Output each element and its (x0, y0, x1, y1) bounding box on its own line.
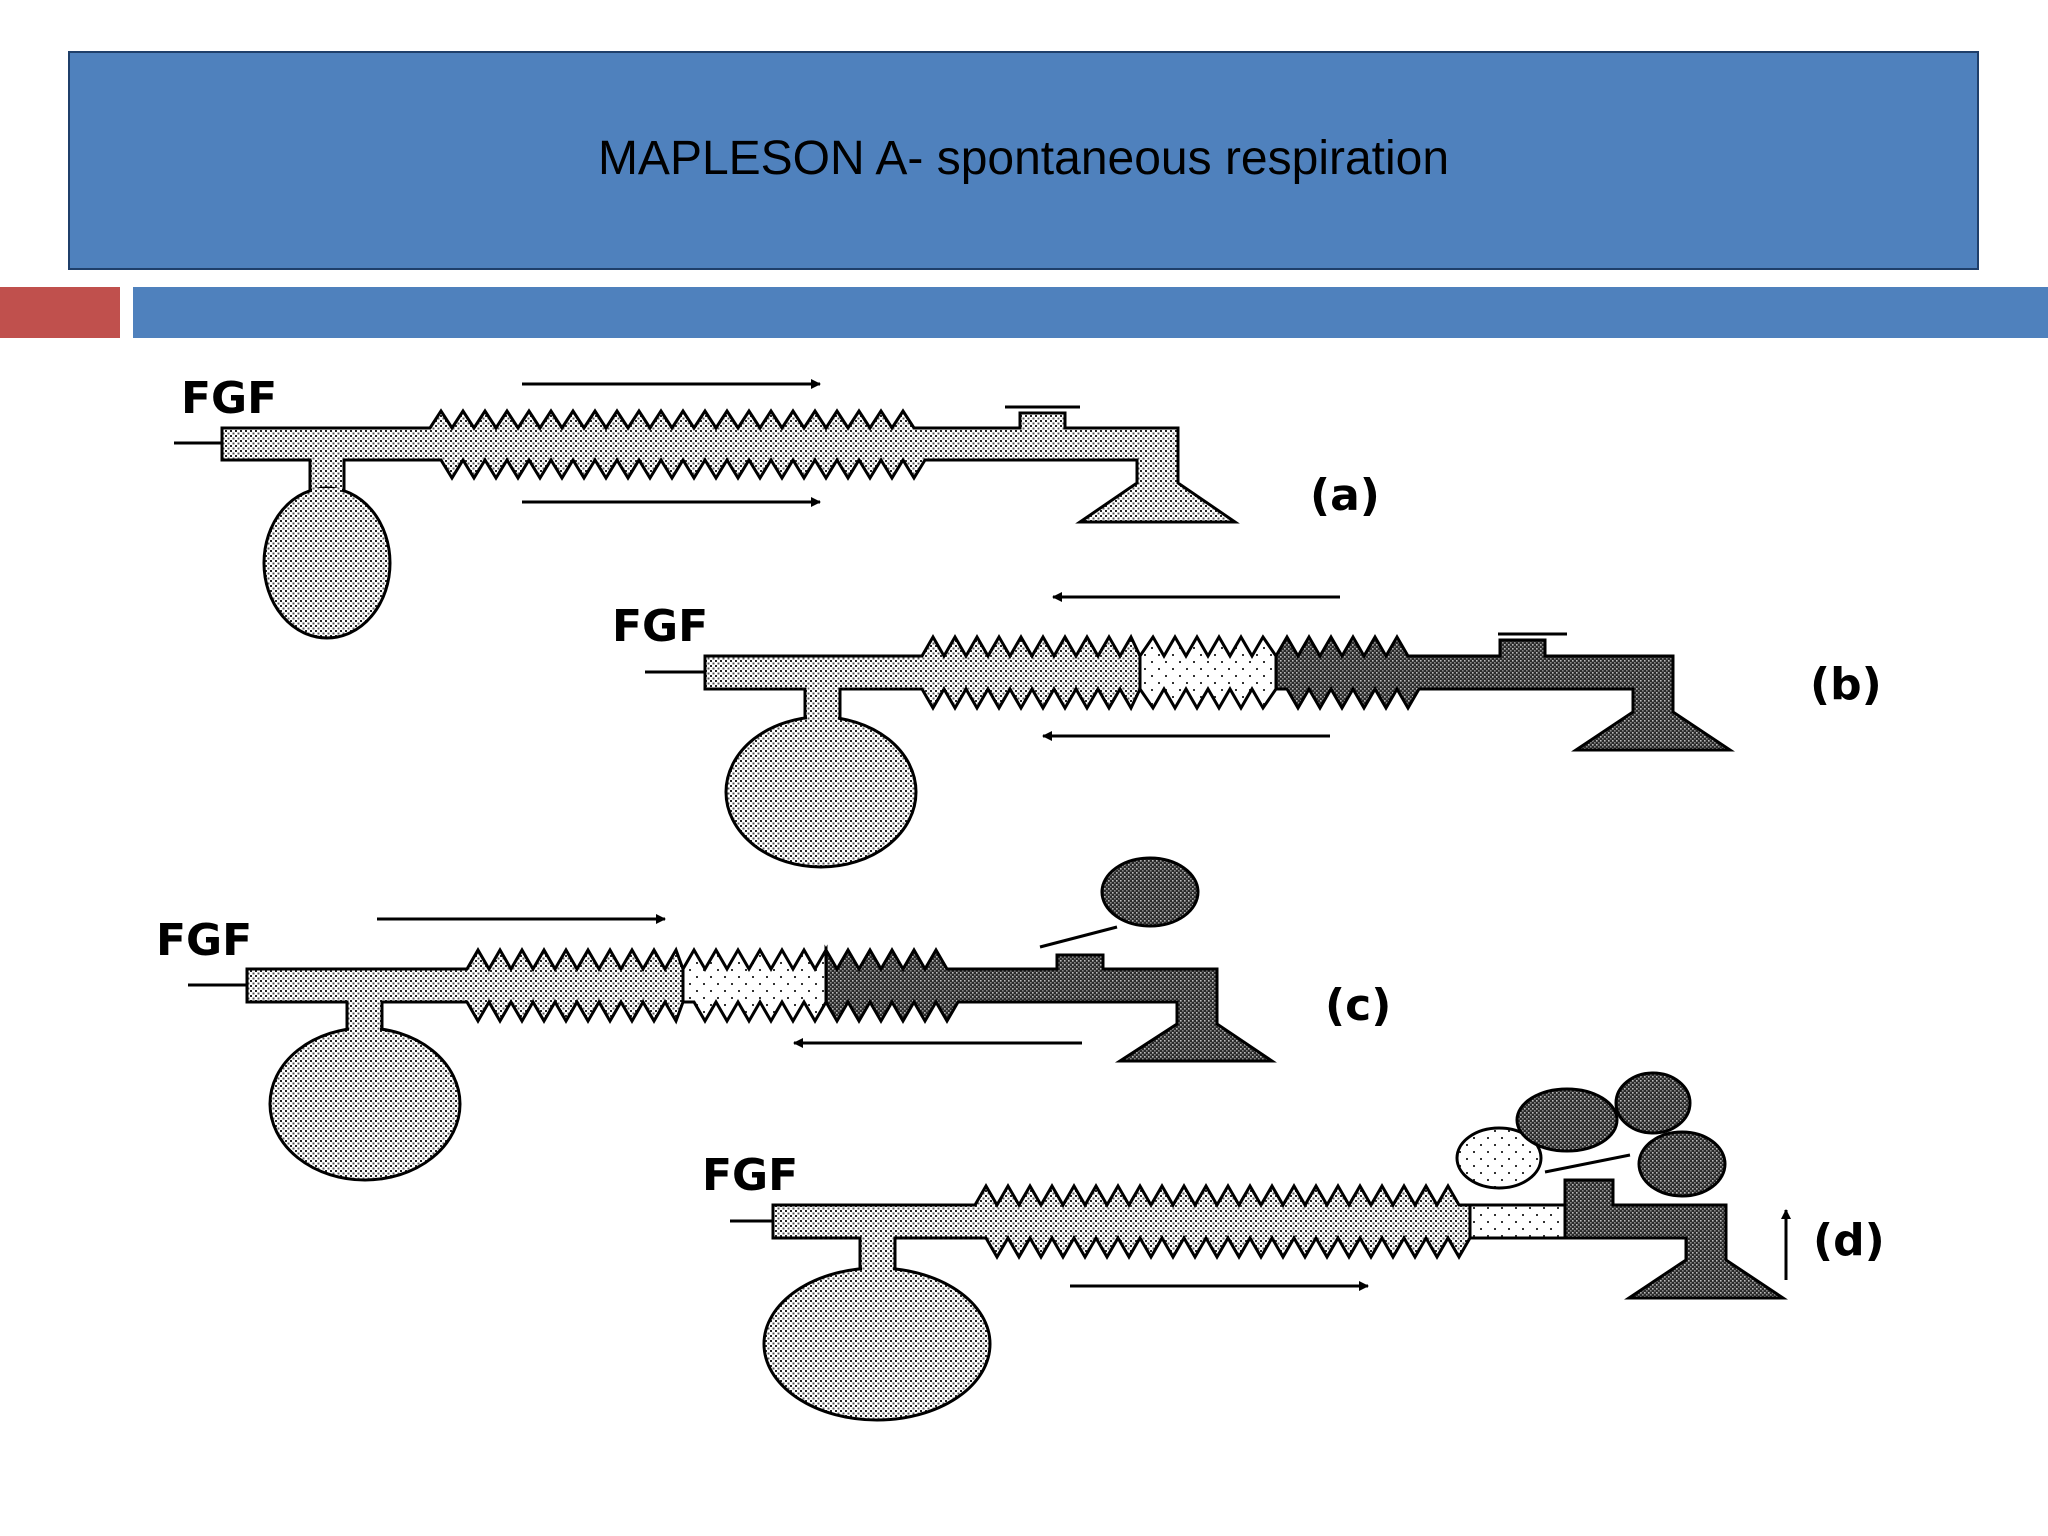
fgf-label-a: FGF (181, 373, 277, 424)
slide-title: MAPLESON A- spontaneous respiration (597, 131, 1450, 185)
circuit-a (220, 408, 1240, 524)
reservoir-bag-d (762, 1266, 992, 1422)
panel-d: FGF (d) (702, 1071, 1885, 1422)
circuit-d-fresh (771, 1183, 1472, 1274)
apl-vent-line-c (1039, 925, 1118, 949)
fgf-label-b: FGF (612, 601, 708, 652)
vented-alveolar-gas-d-2 (1614, 1071, 1692, 1135)
panel-label-c: (c) (1325, 980, 1391, 1031)
apl-vent-line-d (1544, 1153, 1631, 1174)
fgf-label-c: FGF (156, 915, 252, 966)
accent-bar-blue (133, 287, 2048, 338)
fgf-label-d: FGF (702, 1150, 798, 1201)
vented-alveolar-gas-d-1 (1515, 1087, 1619, 1153)
accent-bar-red (0, 287, 120, 338)
bag-neck-b (807, 712, 838, 726)
circuit-b-alveolar (1274, 634, 1735, 752)
reservoir-bag-b (724, 715, 918, 869)
vented-alveolar-gas-d-3 (1637, 1130, 1727, 1198)
vented-gas-c (1100, 856, 1200, 928)
panel-label-b: (b) (1810, 659, 1882, 710)
bag-neck-c (349, 1024, 380, 1038)
circuit-c-alveolar (824, 944, 1277, 1063)
vented-deadspace-gas-d (1455, 1126, 1543, 1190)
reservoir-bag-a (262, 486, 392, 640)
bag-neck-a (312, 488, 342, 502)
circuit-d-deadspace (1468, 1203, 1567, 1240)
panel-label-d: (d) (1813, 1215, 1885, 1266)
panel-b: FGF (b) (612, 592, 1882, 869)
circuit-c-deadspace (681, 944, 828, 1024)
circuit-b-fresh (703, 633, 1142, 726)
circuit-d-alveolar (1563, 1178, 1788, 1300)
panel-label-a: (a) (1310, 470, 1380, 521)
circuit-c-fresh (245, 946, 685, 1037)
title-banner: MAPLESON A- spontaneous respiration (68, 51, 1979, 270)
reservoir-bag-c (268, 1026, 462, 1182)
bag-neck-d (862, 1262, 893, 1276)
panel-c: FGF (c) (156, 856, 1391, 1182)
panel-a: FGF (a) (174, 373, 1380, 640)
circuit-b-deadspace (1138, 634, 1278, 711)
